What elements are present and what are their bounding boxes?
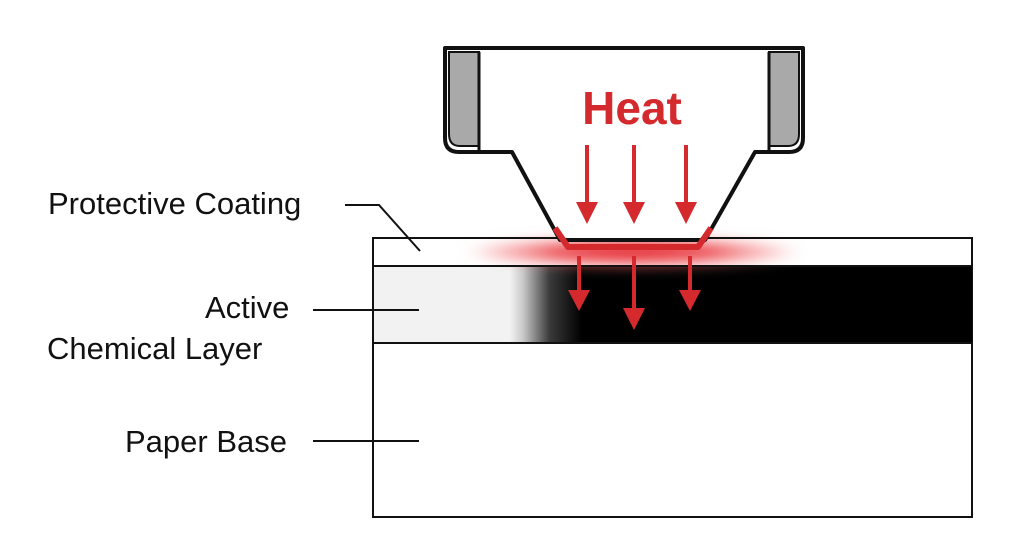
heat-glow [453, 234, 813, 270]
thermal-print-head [443, 46, 805, 250]
paper-base-layer [372, 342, 973, 518]
printed-black-region [580, 266, 972, 343]
layer-labels: Protective Coating Active Chemical Layer… [47, 186, 421, 459]
leader-protective-coating [345, 204, 421, 252]
print-head-body [443, 46, 805, 242]
heat-arrows-head [576, 145, 697, 224]
heat-label: Heat [582, 82, 682, 134]
heat-arrows-layer [568, 256, 701, 330]
label-active-line1: Active [205, 290, 289, 325]
paper-stack [372, 234, 973, 518]
printed-fade-region [510, 266, 582, 343]
print-head-left-side [448, 51, 480, 147]
heating-element [552, 226, 714, 250]
print-head-right-side [768, 51, 800, 147]
label-protective-coating: Protective Coating [48, 186, 301, 221]
label-active-line2: Chemical Layer [47, 331, 262, 366]
label-paper-base: Paper Base [125, 424, 287, 459]
